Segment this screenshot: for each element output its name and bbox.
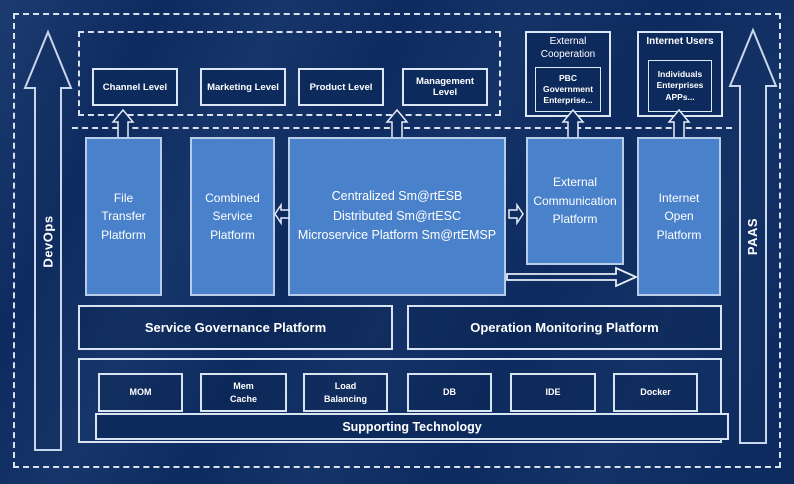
level-box-management: Management Level xyxy=(402,68,488,106)
level-box-product: Product Level xyxy=(298,68,384,106)
platform-file-transfer: File Transfer Platform xyxy=(85,137,162,296)
up-arrow-icon xyxy=(561,108,585,139)
platform-external-communication: External Communication Platform xyxy=(526,137,624,265)
right-arrow-icon xyxy=(508,202,524,226)
devops-arrow-icon xyxy=(23,29,73,451)
internet-users-box: Internet Users Individuals Enterprises A… xyxy=(637,31,723,117)
internet-users-members: Individuals Enterprises APPs... xyxy=(648,60,712,112)
external-cooperation-members: PBC Government Enterprise... xyxy=(535,67,601,112)
external-cooperation-box: External Cooperation PBC Government Ente… xyxy=(525,31,611,117)
platform-combined-service: Combined Service Platform xyxy=(190,137,275,296)
left-arrow-icon xyxy=(274,202,290,226)
tech-box-mom: MOM xyxy=(98,373,183,412)
paas-arrow-icon xyxy=(728,27,778,444)
supporting-technology-label: Supporting Technology xyxy=(342,419,482,434)
tech-box-mem-cache: Mem Cache xyxy=(200,373,287,412)
level-box-channel: Channel Level xyxy=(92,68,178,106)
external-cooperation-title: External Cooperation xyxy=(540,36,596,60)
devops-label: DevOps xyxy=(40,214,56,268)
internet-users-title: Internet Users xyxy=(646,36,714,47)
flow-arrow-icon xyxy=(506,266,639,288)
up-arrow-icon xyxy=(667,108,691,139)
supporting-technology-banner: Supporting Technology xyxy=(95,413,729,440)
paas-label: PAAS xyxy=(745,217,761,256)
outer-dashed-border xyxy=(13,13,781,468)
service-governance-platform: Service Governance Platform xyxy=(78,305,393,350)
level-label: Management Level xyxy=(415,76,475,98)
level-label: Channel Level xyxy=(102,81,168,93)
service-governance-label: Service Governance Platform xyxy=(144,320,327,335)
paas-rail: PAAS xyxy=(728,28,778,445)
tech-box-db: DB xyxy=(407,373,492,412)
up-arrow-icon xyxy=(111,108,135,139)
platform-internet-open: Internet Open Platform xyxy=(637,137,721,296)
operation-monitoring-label: Operation Monitoring Platform xyxy=(470,320,659,335)
operation-monitoring-platform: Operation Monitoring Platform xyxy=(407,305,722,350)
supporting-technology-container xyxy=(78,358,722,443)
tech-box-ide: IDE xyxy=(510,373,596,412)
devops-rail: DevOps xyxy=(24,30,72,452)
platform-esb: Centralized Sm@rtESB Distributed Sm@rtES… xyxy=(288,137,506,296)
tech-box-load-balancing: Load Balancing xyxy=(303,373,388,412)
levels-dashed-zone xyxy=(78,31,501,116)
level-label: Marketing Level xyxy=(207,81,279,93)
tech-box-docker: Docker xyxy=(613,373,698,412)
level-label: Product Level xyxy=(309,81,373,93)
level-box-marketing: Marketing Level xyxy=(200,68,286,106)
up-arrow-icon xyxy=(385,108,409,139)
